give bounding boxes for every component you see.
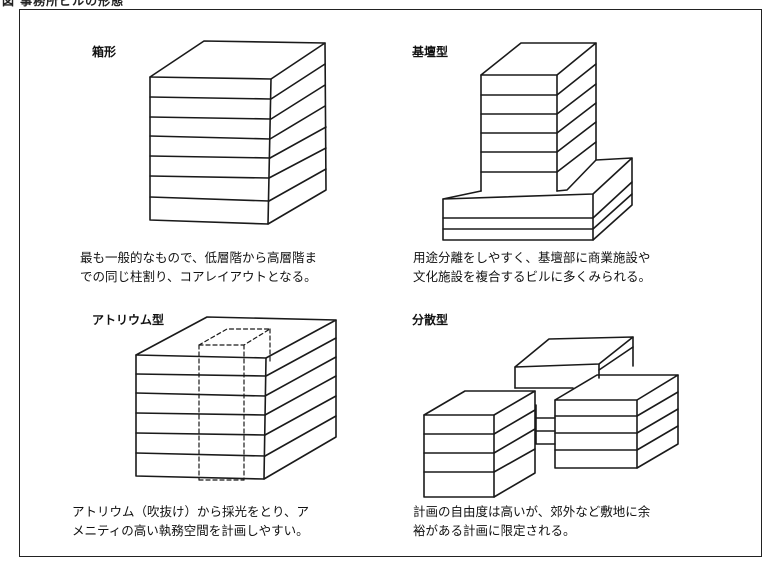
distributed-type-building-sketch xyxy=(423,336,679,498)
caption-line: アトリウム（吹抜け）から採光をとり、ア xyxy=(72,504,310,519)
caption-line: 文化施設を複合するビルに多くみられる。 xyxy=(413,269,652,284)
caption-line: 用途分離をしやすく、基壇部に商業施設や xyxy=(413,250,651,265)
caption-line: 計画の自由度は高いが、郊外など敷地に余 xyxy=(413,504,651,519)
box-type-building-sketch xyxy=(149,40,327,225)
figure-title: 図 事務所ビルの形態 xyxy=(2,0,125,8)
panel-caption-box-type: 最も一般的なもので、低層階から高層階ま での同じ柱割り、コアレイアウトとなる。 xyxy=(80,248,317,286)
panel-label-atrium-type: アトリウム型 xyxy=(92,313,165,327)
panel-label-distributed-type: 分散型 xyxy=(412,313,449,327)
caption-line: 最も一般的なもので、低層階から高層階ま xyxy=(80,250,318,265)
panel-caption-podium-type: 用途分離をしやすく、基壇部に商業施設や 文化施設を複合するビルに多くみられる。 xyxy=(413,248,651,286)
panel-label-box-type: 箱形 xyxy=(92,45,117,59)
panel-label-podium-type: 基壇型 xyxy=(412,45,449,59)
podium-type-building-sketch xyxy=(442,42,633,241)
caption-line: での同じ柱割り、コアレイアウトとなる。 xyxy=(80,269,317,284)
panel-caption-distributed-type: 計画の自由度は高いが、郊外など敷地に余 裕がある計画に限定される。 xyxy=(413,502,650,540)
panel-caption-atrium-type: アトリウム（吹抜け）から採光をとり、ア メニティの高い執務空間を計画しやすい。 xyxy=(72,502,309,540)
atrium-type-building-sketch xyxy=(135,316,337,481)
caption-line: メニティの高い執務空間を計画しやすい。 xyxy=(72,523,309,538)
caption-line: 裕がある計画に限定される。 xyxy=(413,523,576,538)
figure-frame xyxy=(19,9,762,557)
